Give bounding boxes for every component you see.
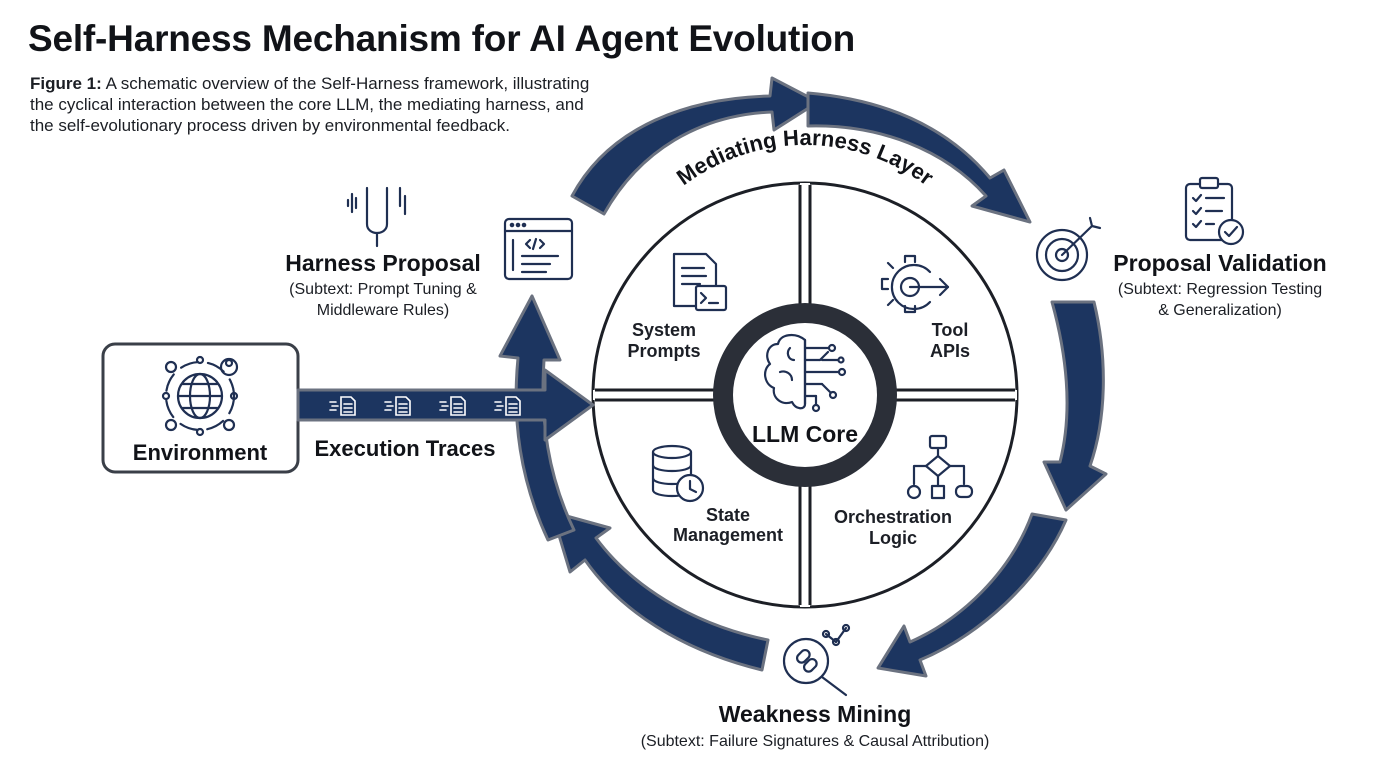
harness-proposal-subtext-1: (Subtext: Prompt Tuning & xyxy=(289,281,477,298)
proposal-validation-subtext-2: & Generalization) xyxy=(1158,302,1282,319)
weakness-mining-title: Weakness Mining xyxy=(719,701,912,727)
brain-circuit-icon xyxy=(764,334,847,413)
clipboard-checklist-icon xyxy=(1184,176,1245,246)
orchestration-logic-label-2: Logic xyxy=(869,528,917,548)
page-title: Self-Harness Mechanism for AI Agent Evol… xyxy=(28,18,856,59)
harness-proposal-subtext-2: Middleware Rules) xyxy=(317,302,450,319)
cycle-arrow-top-right xyxy=(806,91,1032,224)
globe-network-icon xyxy=(161,355,239,437)
state-management-label-1: State xyxy=(706,505,750,525)
figure-caption: Figure 1: A schematic overview of the Se… xyxy=(30,73,590,136)
code-window-icon xyxy=(503,217,574,281)
stage-proposal-validation: Proposal Validation (Subtext: Regression… xyxy=(1035,176,1327,319)
database-clock-icon xyxy=(651,444,705,503)
quadrant-orchestration-logic: Orchestration Logic xyxy=(834,434,974,548)
environment-box: Environment xyxy=(101,342,300,474)
execution-traces-arrow xyxy=(296,368,595,442)
document-stream-icon xyxy=(329,396,521,416)
target-icon xyxy=(1035,216,1102,282)
cycle-arrow-right-lower xyxy=(876,512,1068,678)
figure-caption-text: A schematic overview of the Self-Harness… xyxy=(30,74,590,135)
llm-core-label: LLM Core xyxy=(752,421,858,447)
document-terminal-icon xyxy=(672,252,728,312)
cycle-arrows xyxy=(498,76,1108,678)
cycle-arrow-bottom-left xyxy=(550,510,770,672)
stage-weakness-mining: Weakness Mining (Subtext: Failure Signat… xyxy=(641,623,990,750)
proposal-validation-title: Proposal Validation xyxy=(1113,250,1326,276)
quadrant-system-prompts: System Prompts xyxy=(627,252,728,361)
tool-apis-label-1: Tool xyxy=(932,320,969,340)
execution-traces-label: Execution Traces xyxy=(315,436,496,461)
cycle-arrow-right-upper xyxy=(1042,300,1108,512)
flowchart-icon xyxy=(906,434,974,500)
system-prompts-label-2: Prompts xyxy=(627,341,700,361)
tuning-fork-icon xyxy=(346,186,407,248)
environment-label: Environment xyxy=(133,440,268,465)
proposal-validation-subtext-1: (Subtext: Regression Testing xyxy=(1118,281,1322,298)
orchestration-logic-label-1: Orchestration xyxy=(834,507,952,527)
tool-apis-label-2: APIs xyxy=(930,341,970,361)
state-management-label-2: Management xyxy=(673,525,783,545)
quadrant-state-management: State Management xyxy=(651,444,783,545)
magnifier-link-icon xyxy=(782,623,851,697)
weakness-mining-subtext: (Subtext: Failure Signatures & Causal At… xyxy=(641,733,990,750)
figure-label: Figure 1: xyxy=(30,74,102,93)
stage-harness-proposal: Harness Proposal (Subtext: Prompt Tuning… xyxy=(285,186,574,319)
system-prompts-label-1: System xyxy=(632,320,696,340)
harness-proposal-title: Harness Proposal xyxy=(285,250,481,276)
quadrant-tool-apis: Tool APIs xyxy=(880,254,970,361)
gear-arrow-icon xyxy=(880,254,950,314)
